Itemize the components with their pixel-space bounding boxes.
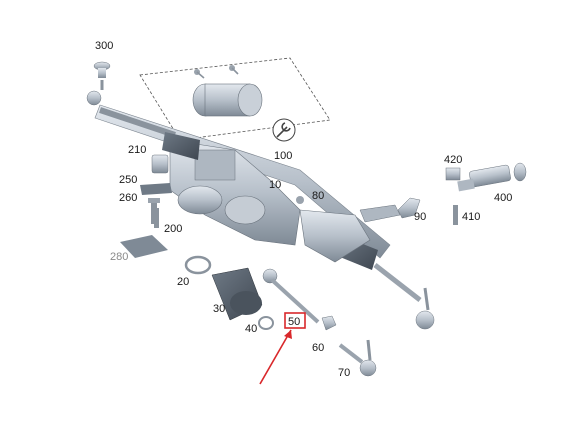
part-motor-inset[interactable]	[192, 65, 263, 117]
label-410[interactable]: 410	[462, 211, 480, 223]
part-80[interactable]	[296, 196, 304, 204]
part-inner-tie-rod-50[interactable]	[262, 268, 320, 324]
part-left-tie-rod-end[interactable]	[86, 61, 111, 106]
part-410[interactable]	[453, 205, 458, 225]
part-bolt-200[interactable]	[154, 208, 159, 228]
label-260[interactable]: 260	[119, 192, 137, 204]
label-200[interactable]: 200	[164, 223, 182, 235]
label-40[interactable]: 40	[245, 323, 257, 335]
label-400[interactable]: 400	[494, 192, 512, 204]
label-250[interactable]: 250	[119, 174, 137, 186]
label-50[interactable]: 50	[288, 316, 300, 328]
label-80[interactable]: 80	[312, 190, 324, 202]
label-300[interactable]: 300	[95, 40, 113, 52]
highlight-arrow-icon	[259, 329, 292, 385]
label-20[interactable]: 20	[177, 276, 189, 288]
part-intermediate-shaft-400[interactable]	[457, 162, 527, 192]
part-clamp-20[interactable]	[184, 255, 212, 275]
part-420[interactable]	[445, 167, 461, 181]
part-nut-60[interactable]	[321, 315, 337, 331]
label-420[interactable]: 420	[444, 154, 462, 166]
motor-inset-frame	[139, 57, 331, 141]
part-clamp-40[interactable]	[258, 316, 274, 330]
label-90[interactable]: 90	[414, 211, 426, 223]
part-bellow-30[interactable]	[211, 267, 263, 321]
wrench-icon	[272, 118, 296, 142]
part-plate-250[interactable]	[140, 183, 172, 195]
label-30[interactable]: 30	[213, 303, 225, 315]
label-210[interactable]: 210	[128, 144, 146, 156]
label-70[interactable]: 70	[338, 367, 350, 379]
part-90[interactable]	[397, 197, 421, 219]
label-100[interactable]: 100	[274, 150, 292, 162]
highlight-box	[284, 312, 306, 329]
part-steering-rack-housing[interactable]	[94, 104, 435, 330]
label-280[interactable]: 280	[110, 251, 128, 263]
label-60[interactable]: 60	[312, 342, 324, 354]
part-tie-rod-end-70[interactable]	[338, 339, 377, 377]
part-bracket-210[interactable]	[151, 154, 169, 174]
label-10[interactable]: 10	[269, 179, 281, 191]
part-plate-280[interactable]	[120, 235, 168, 258]
